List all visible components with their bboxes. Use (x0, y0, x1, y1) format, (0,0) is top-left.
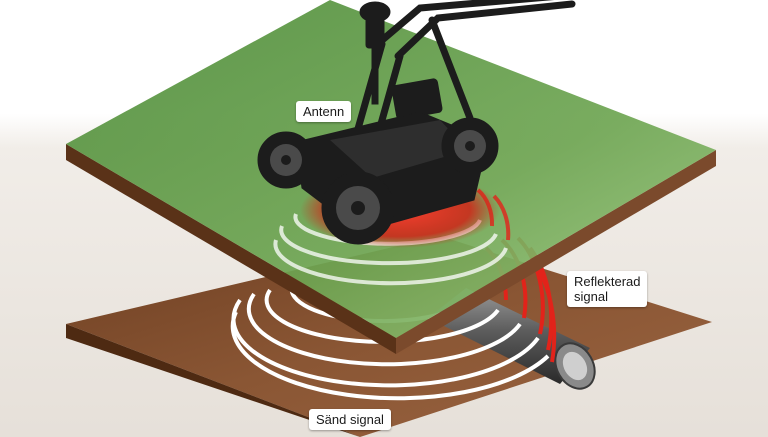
antenna-label: Antenn (296, 101, 352, 122)
sent-signal-label-text: Sänd signal (316, 412, 384, 427)
reflected-signal-label-line1: Reflekterad (574, 274, 641, 289)
reflected-signal-label: Reflekterad signal (567, 271, 648, 307)
reflected-signal-label-line2: signal (574, 289, 608, 304)
ground-penetrating-radar-cart-icon (257, 0, 576, 245)
antenna-label-text: Antenn (303, 104, 345, 119)
sent-signal-label: Sänd signal (309, 409, 391, 430)
